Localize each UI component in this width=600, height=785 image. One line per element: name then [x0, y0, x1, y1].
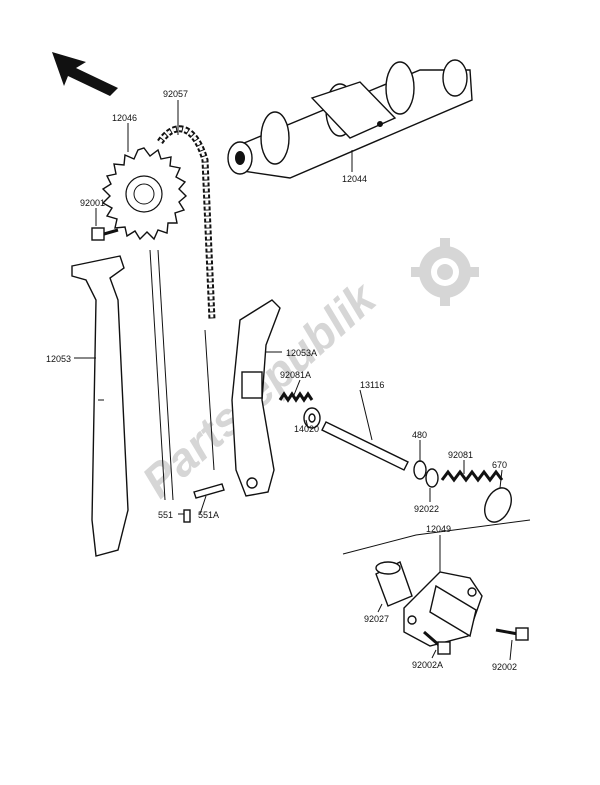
- label-551: 551: [158, 510, 173, 520]
- label-92057: 92057: [163, 89, 188, 99]
- label-92002A: 92002A: [412, 660, 443, 670]
- label-12049: 12049: [426, 524, 451, 534]
- push-rod-13116: [321, 421, 409, 471]
- bolt-92001: [91, 227, 119, 241]
- o-ring-480: [413, 460, 427, 480]
- pin-551A: [193, 483, 225, 499]
- label-12046: 12046: [112, 113, 137, 123]
- label-92001: 92001: [80, 198, 105, 208]
- washer-14020: [303, 407, 321, 429]
- washer-92022: [425, 468, 439, 488]
- sleeve-92027: [375, 561, 413, 607]
- label-92022: 92022: [414, 504, 439, 514]
- label-92027: 92027: [364, 614, 389, 624]
- chain-guide: [71, 255, 129, 557]
- cam-chain: [149, 125, 216, 501]
- label-12053: 12053: [46, 354, 71, 364]
- camshaft: [227, 59, 473, 179]
- spring-92081: [440, 469, 504, 483]
- front-arrow-icon: [52, 52, 118, 96]
- bolt-92002A: [423, 630, 451, 655]
- label-92081: 92081: [448, 450, 473, 460]
- cam-sprocket: [101, 147, 188, 241]
- label-480: 480: [412, 430, 427, 440]
- label-670: 670: [492, 460, 507, 470]
- gear-icon: [411, 238, 479, 306]
- label-13116: 13116: [360, 380, 384, 390]
- leader-lines: [74, 100, 531, 661]
- label-14020: 14020: [294, 424, 319, 434]
- label-92081A: 92081A: [280, 370, 311, 380]
- label-551A: 551A: [198, 510, 219, 520]
- bolt-92002: [495, 627, 529, 641]
- spring-92081A: [278, 391, 314, 403]
- label-92002: 92002: [492, 662, 517, 672]
- label-12044: 12044: [342, 174, 367, 184]
- tensioner-guide: [231, 299, 281, 497]
- tensioner-body: [403, 571, 483, 647]
- gasket-670: [484, 487, 512, 523]
- label-12053A: 12053A: [286, 348, 317, 358]
- pin-551: [183, 509, 191, 523]
